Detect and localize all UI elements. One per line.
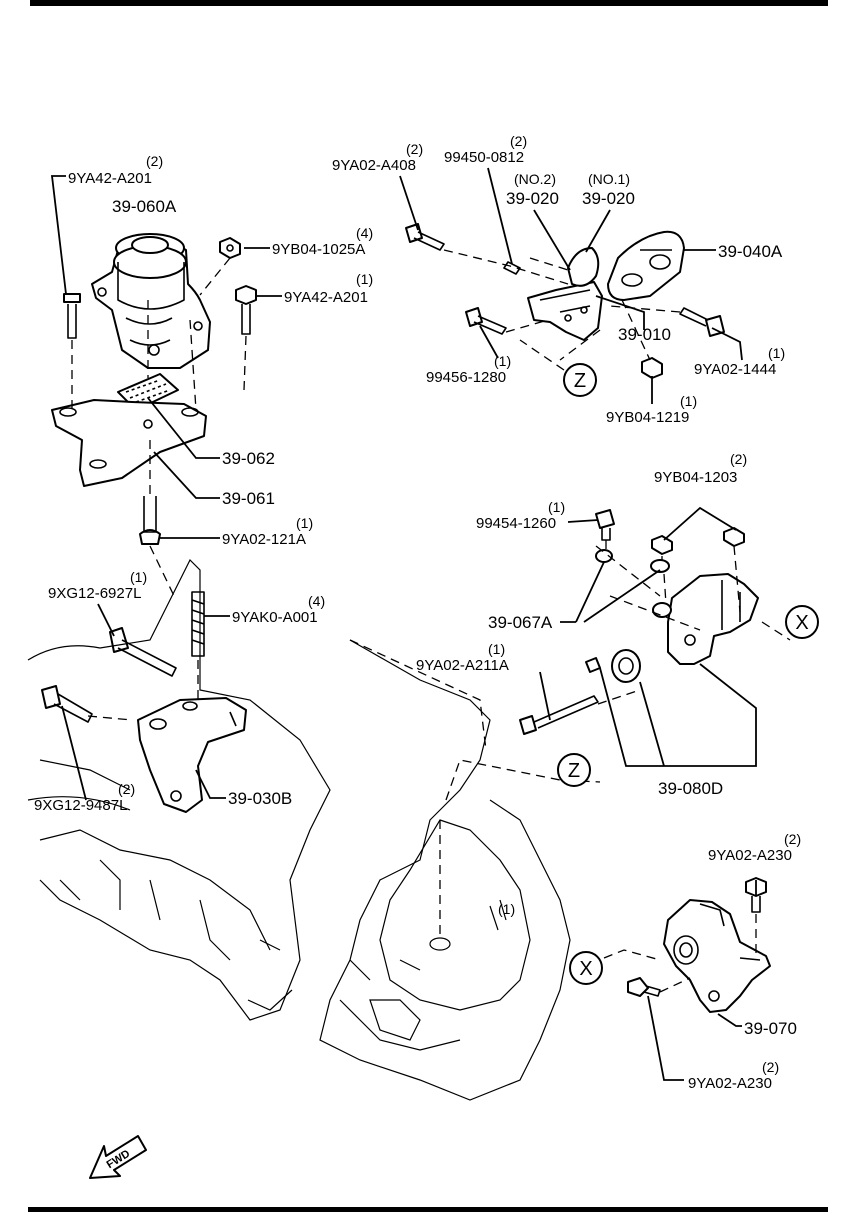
transmission-mount-39-080D — [667, 573, 759, 665]
label-part-number: 39-010 — [618, 325, 671, 344]
label-part-number: 39-020 — [582, 189, 635, 208]
label-part-number: 9XG12-6927L — [48, 585, 141, 602]
label-part-number: 99454-1260 — [476, 515, 556, 532]
nut-9YB04-1219 — [641, 357, 663, 379]
label-part-number: 39-030B — [228, 789, 292, 808]
bolt-9YA02-121A — [139, 496, 161, 545]
label-part-number: 9XG12-9487L — [34, 797, 127, 814]
label-qty: (NO.2) — [514, 171, 556, 187]
label-part-number: 99450-0812 — [444, 149, 524, 166]
label-qty: (2) — [146, 153, 163, 169]
bolt-9YA42-A201-right — [235, 285, 257, 335]
label-part-number: 99456-1280 — [426, 369, 506, 386]
ref-circle-z-mid: Z — [557, 753, 591, 787]
label-qty: (1) — [768, 345, 785, 361]
label-part-number: 9YB04-1203 — [654, 469, 737, 486]
ref-circle-x-top: X — [785, 605, 819, 639]
label-qty: (4) — [308, 593, 325, 609]
label-part-number: 9YA42-A201 — [284, 289, 368, 306]
part-labels: (2) 9YA42-A201 39-060A (4) 9YB04-1025A (… — [34, 133, 801, 1092]
stud-9YAK0-A001 — [191, 591, 205, 657]
label-part-number: 39-070 — [744, 1019, 797, 1038]
label-qty: (1) — [130, 569, 147, 585]
label-part-number: 9YA02-A211A — [416, 657, 509, 674]
engine-block-outline — [27, 558, 331, 1021]
label-part-number: 39-062 — [222, 449, 275, 468]
top-border-rule — [30, 0, 828, 6]
label-part-number: 39-040A — [718, 242, 783, 261]
engine-bracket-39-030B — [137, 697, 247, 813]
bolt-9YA42-A201-left — [63, 293, 81, 339]
label-qty: (1) — [680, 393, 697, 409]
leader-lines — [50, 167, 757, 1081]
label-qty: (1) — [548, 499, 565, 515]
label-qty: (1) — [356, 271, 373, 287]
label-qty: (2) — [118, 781, 135, 797]
label-part-number: 9YA02-A230 — [708, 847, 792, 864]
transmission-outline — [319, 639, 571, 1101]
bolt-99450-0812 — [503, 261, 521, 275]
bolt-9YA02-A408 — [405, 223, 445, 251]
bottom-border-rule — [28, 1207, 828, 1212]
label-part-number: 9YB04-1219 — [606, 409, 689, 426]
ref-circle-x-bottom: X — [569, 951, 603, 985]
transmission-mount-39-070 — [663, 899, 771, 1013]
bolt-9YA02-A230-bottom — [627, 977, 661, 997]
nut-9YB04-1025A — [219, 237, 241, 259]
label-qty: (1) — [494, 353, 511, 369]
label-qty: (1) — [296, 515, 313, 531]
label-part-number: 39-020 — [506, 189, 559, 208]
label-part-number: 9YA02-121A — [222, 531, 306, 548]
label-qty: (1) — [488, 641, 505, 657]
svg-text:Z: Z — [568, 760, 580, 782]
label-part-number: 9YA02-1444 — [694, 361, 776, 378]
label-qty: (2) — [762, 1059, 779, 1075]
rear-mount-39-040A — [607, 230, 685, 301]
svg-text:X: X — [579, 958, 592, 980]
label-part-number: 39-060A — [112, 197, 177, 216]
bolt-9YA02-1444 — [679, 307, 725, 337]
label-qty: (4) — [356, 225, 373, 241]
label-qty: (2) — [730, 451, 747, 467]
label-part-number: 39-061 — [222, 489, 275, 508]
label-qty: (1) — [498, 901, 515, 917]
label-part-number: 9YA42-A201 — [68, 170, 152, 187]
svg-text:Z: Z — [574, 370, 586, 392]
label-part-number: 39-080D — [658, 779, 723, 798]
bolt-9XG12-6927L — [109, 627, 177, 677]
bushing-39-020-no2 — [567, 247, 600, 287]
bolt-9YA02-A211A — [519, 695, 599, 735]
label-qty: (2) — [784, 831, 801, 847]
label-part-number: 9YA02-A408 — [332, 157, 416, 174]
label-part-number: 9YA02-A230 — [688, 1075, 772, 1092]
ref-circle-z-top: Z — [563, 363, 597, 397]
svg-text:X: X — [795, 612, 808, 634]
label-part-number: 9YAK0-A001 — [232, 609, 318, 626]
nut-9YB04-1203 — [651, 527, 745, 555]
fwd-arrow-icon: FWD — [89, 1135, 147, 1179]
bushing-39-080D — [585, 649, 641, 683]
bracket-39-010 — [527, 281, 603, 341]
label-part-number: 39-067A — [488, 613, 553, 632]
label-qty: (NO.1) — [588, 171, 630, 187]
bolt-99456-1280 — [465, 307, 507, 335]
label-qty: (2) — [406, 141, 423, 157]
bolt-99454-1260 — [595, 509, 615, 541]
label-qty: (2) — [510, 133, 527, 149]
engine-mount-39-060A — [91, 233, 211, 369]
bolt-9XG12-9487L — [41, 685, 93, 723]
label-part-number: 9YB04-1025A — [272, 241, 365, 258]
